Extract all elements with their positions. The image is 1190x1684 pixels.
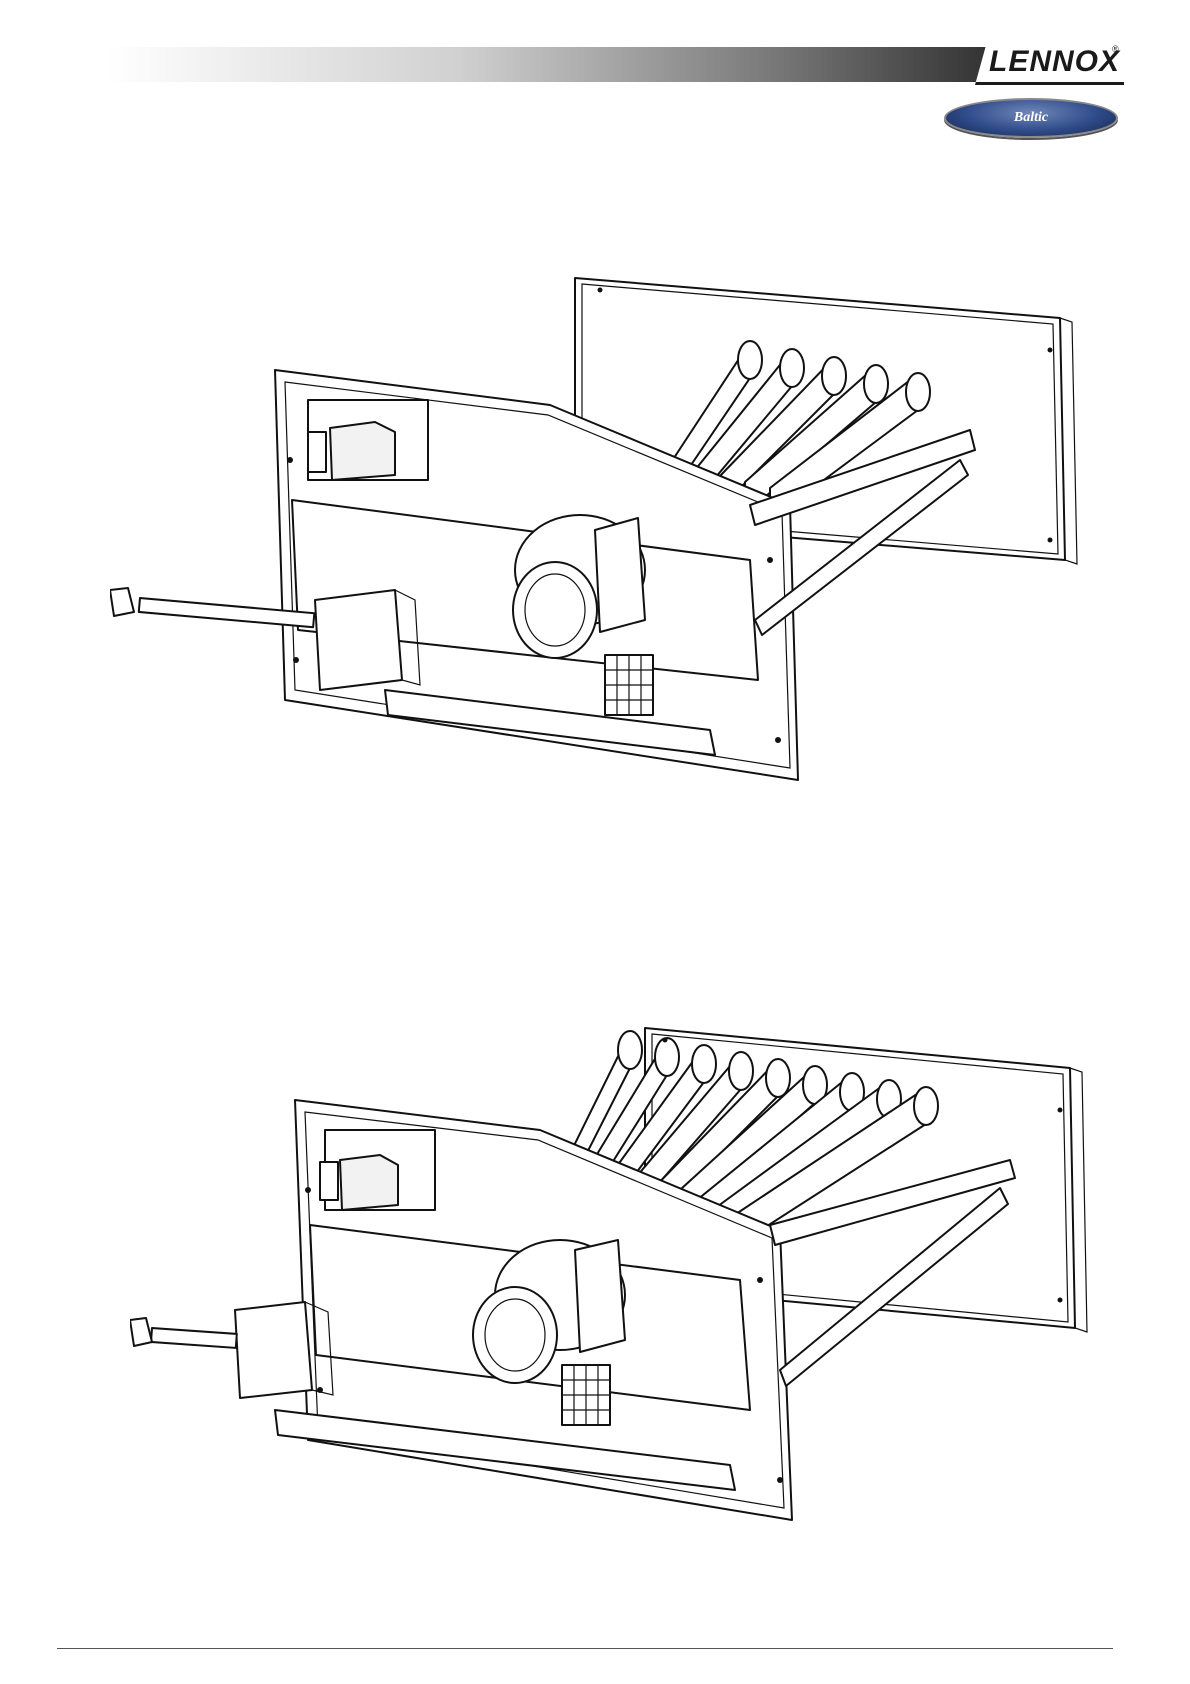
header-gradient-bar	[108, 47, 988, 82]
registered-mark: ®	[1112, 44, 1119, 54]
sub-brand-label: Baltic	[946, 100, 1116, 136]
brand-logo-block: LENNOX ®	[975, 42, 1125, 87]
pipe-fitting	[130, 1318, 152, 1346]
ignition-grid	[605, 655, 653, 715]
sub-brand-badge: Baltic	[944, 98, 1118, 138]
fan-bracket	[575, 1240, 625, 1352]
fan-bracket	[595, 518, 645, 632]
burner-drawing-top-svg	[110, 260, 1080, 860]
burner-drawing-bottom	[130, 1010, 1090, 1570]
gas-inlet-pipe	[151, 1328, 237, 1348]
gas-valve-box	[235, 1302, 312, 1398]
transformer	[340, 1155, 398, 1210]
pipe-fitting	[110, 588, 134, 616]
brand-logo: LENNOX	[975, 42, 1124, 85]
circuit-breaker	[308, 432, 326, 472]
transformer	[330, 422, 395, 480]
circuit-breaker	[320, 1162, 338, 1200]
gas-valve-box	[315, 590, 402, 690]
burner-drawing-bottom-svg	[130, 1010, 1090, 1570]
footer-rule	[57, 1648, 1113, 1649]
burner-drawing-top	[110, 260, 1080, 860]
ignition-grid	[562, 1365, 610, 1425]
